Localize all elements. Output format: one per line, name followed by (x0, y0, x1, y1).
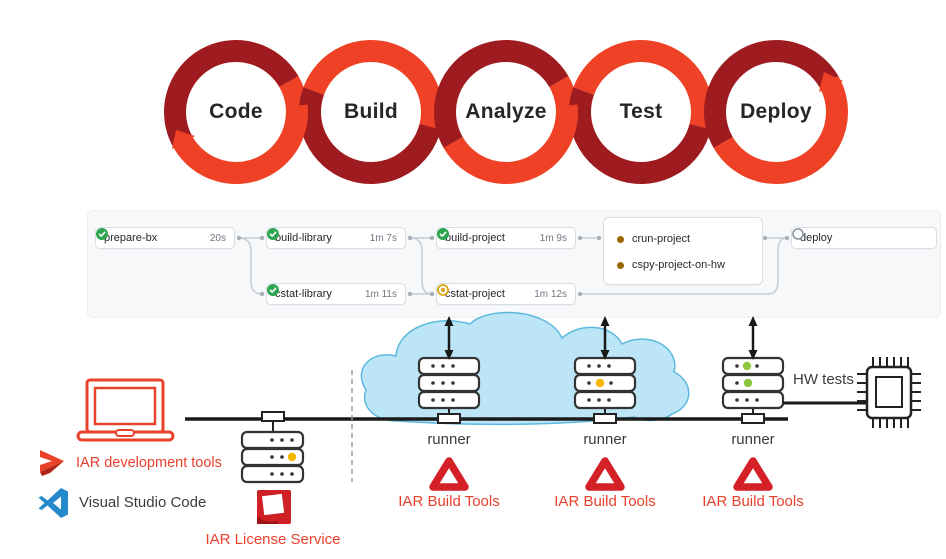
job-label: cstat-library (275, 288, 332, 300)
iar-logo-icon (40, 450, 64, 476)
infrastructure-diagram (38, 311, 921, 524)
success-check-icon (267, 284, 279, 296)
devops-loop-graphic (164, 39, 848, 184)
workflow-job-build-library[interactable]: build-library 1m 7s (266, 227, 406, 249)
runner1-sync-arrow-icon (444, 316, 454, 360)
runner3-label: runner (731, 431, 775, 448)
vscode-logo-icon (38, 488, 68, 518)
job-label: crun-project (632, 233, 691, 245)
stage-test: Test (619, 100, 663, 123)
job-duration: 1m 12s (534, 288, 567, 300)
laptop-icon (76, 378, 175, 442)
success-check-icon (437, 228, 449, 240)
iar-license-logo-icon (257, 490, 291, 524)
job-duration: 20s (209, 232, 226, 244)
runner1-tool-label: IAR Build Tools (398, 493, 500, 510)
runner3-tool-label: IAR Build Tools (702, 493, 804, 510)
queued-dot-icon (617, 235, 624, 243)
workflow-job-cstat-library[interactable]: cstat-library 1m 11s (266, 283, 406, 305)
pending-circle-icon (792, 228, 804, 240)
license-active-led (287, 452, 297, 462)
workflow-job-build-project[interactable]: build-project 1m 9s (436, 227, 576, 249)
cloud-icon (360, 311, 690, 426)
workflow-job-deploy[interactable]: deploy (791, 227, 937, 249)
ring-code-icon (164, 39, 308, 184)
stage-code: Code (209, 100, 263, 123)
iar-build-tools-logo-icon (429, 457, 773, 491)
job-duration: 1m 9s (539, 232, 567, 244)
queued-dot-icon (617, 261, 624, 269)
job-label: cstat-project (445, 288, 505, 300)
job-duration: 1m 11s (364, 288, 397, 300)
license-service-label: IAR License Service (205, 531, 341, 548)
job-duration: 1m 7s (369, 232, 397, 244)
success-check-icon (267, 228, 279, 240)
job-label: prepare-bx (104, 232, 158, 244)
runner2-tool-label: IAR Build Tools (554, 493, 656, 510)
iar-dev-tools-label: IAR development tools (76, 455, 222, 471)
workflow-job-crun-project[interactable]: crun-project (617, 232, 690, 246)
runner2-sync-arrow-icon (600, 316, 610, 360)
in-progress-icon (437, 284, 449, 296)
runner1-label: runner (427, 431, 471, 448)
runner3-ok-led2 (743, 378, 753, 388)
stage-build: Build (344, 100, 398, 123)
runner1-server-icon (417, 356, 481, 424)
workflow-job-group[interactable]: crun-project cspy-project-on-hw (603, 217, 763, 285)
job-label: build-project (445, 232, 505, 244)
workflow-connectors (236, 235, 790, 297)
runner3-server-icon (721, 356, 785, 424)
job-label: cspy-project-on-hw (632, 259, 725, 271)
runner3-sync-arrow-icon (748, 316, 758, 360)
runner3-ok-led (742, 361, 752, 371)
workflow-job-prepare-bx[interactable]: prepare-bx 20s (95, 227, 235, 249)
job-label: build-library (275, 232, 332, 244)
stage-deploy: Deploy (740, 100, 812, 123)
workflow-job-cspy-project-on-hw[interactable]: cspy-project-on-hw (617, 258, 725, 272)
vscode-label: Visual Studio Code (79, 494, 207, 511)
mcu-chip-icon (857, 357, 921, 428)
job-label: deploy (800, 232, 833, 244)
runner2-label: runner (583, 431, 627, 448)
runner2-busy-led (595, 378, 605, 388)
runner2-server-icon (573, 356, 637, 424)
workflow-job-cstat-project[interactable]: cstat-project 1m 12s (436, 283, 576, 305)
license-server-icon (240, 411, 305, 484)
stage-analyze: Analyze (465, 100, 547, 123)
hw-tests-label: HW tests (793, 371, 854, 388)
success-check-icon (96, 228, 108, 240)
